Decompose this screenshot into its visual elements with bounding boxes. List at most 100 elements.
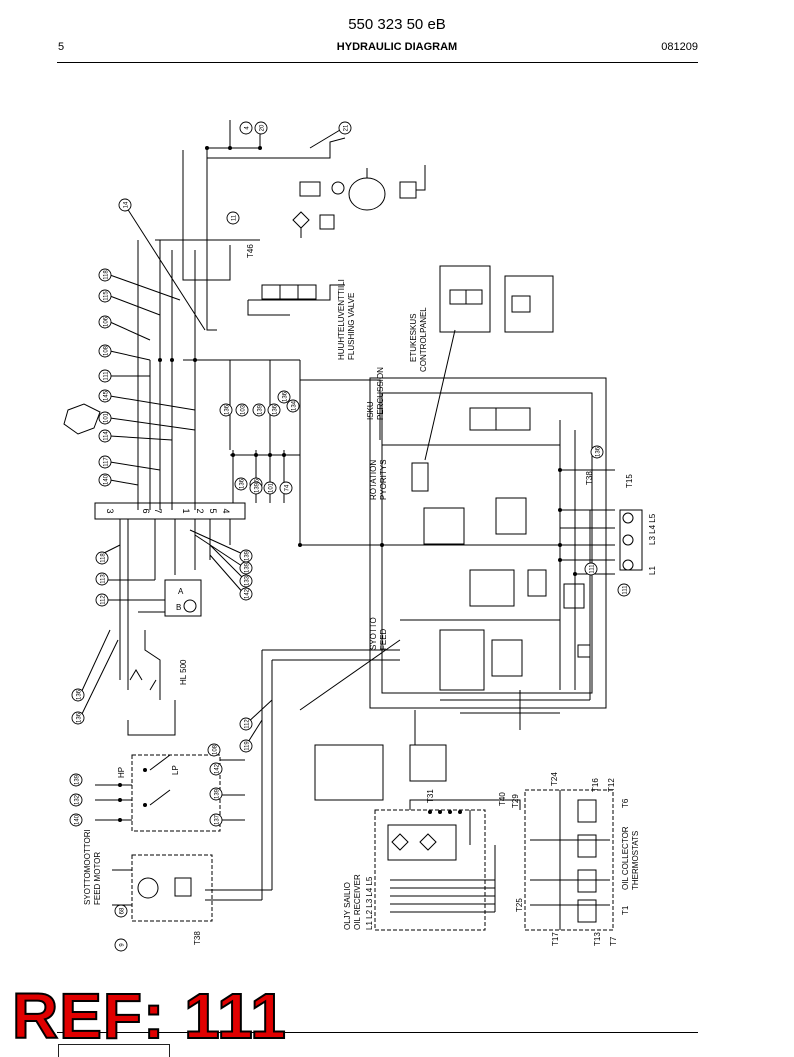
t16-label: T16	[591, 778, 600, 792]
callout-number: 139	[245, 550, 251, 561]
callout-number: 74	[285, 484, 291, 491]
right-lines-label: L3 L4 L5	[648, 513, 657, 545]
callout-circle	[219, 403, 233, 417]
control-panel-fi-label: ETUKESKUS	[409, 314, 418, 362]
callout-number: 132	[75, 794, 81, 805]
callout-circle	[590, 445, 604, 459]
callout-number: 4	[245, 126, 251, 130]
callout-number: 140	[75, 814, 81, 825]
t1-label: T1	[621, 905, 630, 915]
terminal-2: 2	[195, 508, 205, 513]
callout-circle	[71, 711, 85, 725]
callout-circle	[584, 562, 598, 576]
callout-circle	[209, 787, 223, 801]
callout-number: 21	[344, 124, 350, 131]
callout-number: 20	[260, 124, 266, 131]
l1-label: L1	[648, 566, 657, 575]
callout-number: 136	[596, 446, 602, 457]
callout-circle	[95, 572, 109, 586]
callout-circle	[234, 477, 248, 491]
t38-label: T38	[193, 931, 202, 945]
lp-label: LP	[171, 765, 180, 775]
callout-number: 103	[241, 404, 247, 415]
callout-number: 139	[215, 788, 221, 799]
terminal-1: 1	[181, 508, 191, 513]
feed-motor-label: FEED MOTOR	[93, 852, 102, 905]
callout-circle	[286, 399, 300, 413]
callout-circle	[252, 403, 266, 417]
callout-circle	[95, 593, 109, 607]
callout-number: 111	[623, 585, 629, 595]
oil-collector-label: OIL COLLECTOR	[621, 826, 630, 890]
oil-receiver-lines-label: L1 L2 L3 L4 L5	[365, 876, 374, 930]
callout-circle	[263, 481, 277, 495]
callout-circle	[118, 198, 132, 212]
callout-number: 112	[245, 719, 251, 729]
callout-circle	[279, 481, 293, 495]
t40-label: T40	[498, 792, 507, 806]
terminal-7: 7	[153, 508, 163, 513]
port-b-label: B	[176, 603, 181, 612]
callout-number: 113	[101, 574, 107, 584]
callout-circle	[98, 455, 112, 469]
t31-label: T31	[426, 789, 435, 803]
callout-circle	[114, 938, 128, 952]
callout-circle	[617, 583, 631, 597]
thermostats-label: THERMOSTATS	[631, 831, 640, 890]
junction-dots	[118, 146, 577, 822]
callout-circle	[209, 762, 223, 776]
callout-number: 115	[104, 291, 110, 301]
callout-circle	[98, 369, 112, 383]
callout-circle	[239, 739, 253, 753]
callout-circle	[267, 403, 281, 417]
callout-number: 137	[215, 814, 221, 825]
callout-number: 142	[245, 588, 251, 599]
callout-circle	[114, 904, 128, 918]
t6-label: T6	[621, 798, 630, 808]
callout-circle	[239, 121, 253, 135]
callout-number: 14	[124, 201, 130, 208]
callout-circle	[239, 561, 253, 575]
callout-circle	[207, 743, 221, 757]
section-title: HYDRAULIC DIAGRAM	[336, 41, 458, 53]
callout-circle	[239, 574, 253, 588]
callout-number: 134	[292, 400, 298, 411]
callout-number: 11	[232, 214, 238, 221]
callout-number: 117	[104, 457, 110, 467]
callout-circle	[239, 717, 253, 731]
feed-label: FEED	[379, 628, 388, 650]
callout-number: 142	[215, 763, 221, 774]
callout-circle	[98, 389, 112, 403]
callout-number: 139	[255, 482, 261, 493]
callout-circle	[235, 403, 249, 417]
document-date: 081209	[661, 41, 698, 53]
callout-circle	[249, 481, 263, 495]
callout-circle	[98, 429, 112, 443]
hydraulic-sensor-icon	[63, 403, 101, 435]
callout-number: 68	[120, 907, 126, 914]
terminal-5: 5	[208, 508, 218, 513]
terminal-4: 4	[221, 508, 231, 513]
callout-circle	[338, 121, 352, 135]
callout-number: 136	[225, 404, 231, 415]
oil-receiver-label: OIL RECEIVER	[353, 874, 362, 930]
pipelines	[79, 120, 643, 931]
callout-number: 136	[77, 712, 83, 723]
callout-number: 139	[75, 774, 81, 785]
callout-circle	[98, 268, 112, 282]
callout-circle	[98, 473, 112, 487]
callout-number: 106	[104, 316, 110, 327]
callout-circle	[69, 793, 83, 807]
footer-rule	[57, 1032, 698, 1033]
callout-number: 118	[104, 270, 110, 280]
rotation-label: ROTATION	[369, 460, 378, 500]
callout-number: 111	[590, 564, 596, 574]
t12-label: T12	[607, 778, 616, 792]
callout-circle	[277, 390, 291, 404]
callout-circle	[209, 813, 223, 827]
t17-label: T17	[551, 932, 560, 946]
flushing-valve-fi-label: HUUHTELUVENTTIILI	[337, 279, 346, 360]
callout-number: 114	[104, 431, 110, 441]
callout-circle	[69, 773, 83, 787]
t15-label: T15	[625, 474, 634, 488]
